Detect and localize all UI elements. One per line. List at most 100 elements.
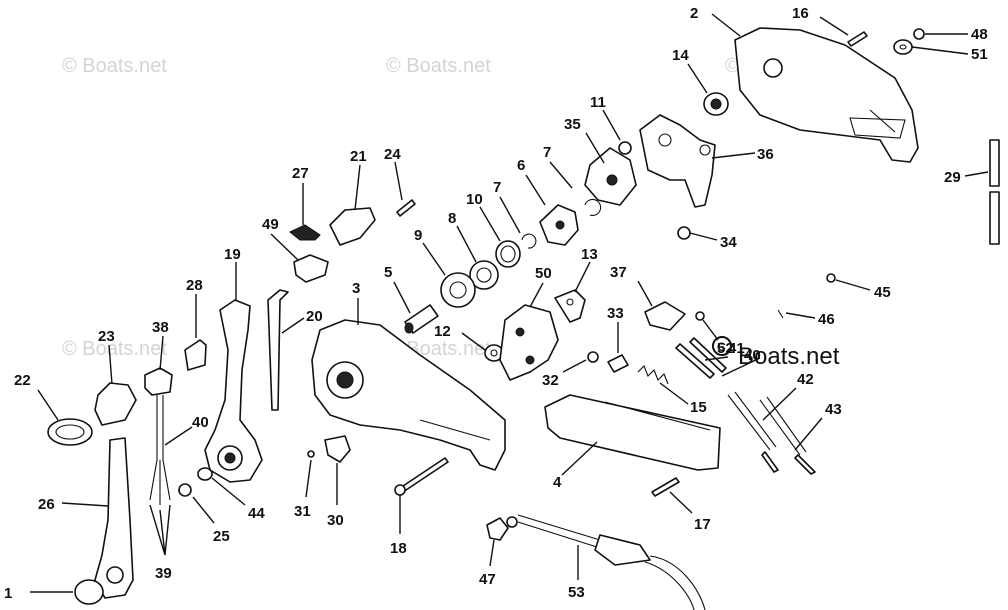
part-45-screw <box>826 273 836 283</box>
part-5-shaft <box>404 304 439 334</box>
part-4-bottom-cover <box>544 394 721 471</box>
part-36-lever <box>639 114 716 208</box>
callout-23: 23 <box>98 328 115 345</box>
part-47-cable-end <box>486 516 518 541</box>
part-42-wire <box>727 391 779 473</box>
callout-17: 17 <box>694 516 711 533</box>
callout-29: 29 <box>944 169 961 186</box>
callout-2: 2 <box>690 5 698 22</box>
part-18-bolt <box>394 457 449 496</box>
callout-19: 19 <box>224 246 241 263</box>
part-14-bushing <box>703 92 729 116</box>
part-28-clip <box>184 339 207 371</box>
part-31-screw <box>307 450 315 458</box>
callout-38: 38 <box>152 319 169 336</box>
part-25-screw <box>178 483 192 497</box>
watermark-top-center: © Boats.net <box>386 55 491 77</box>
callout-45: 45 <box>874 284 891 301</box>
callout-18: 18 <box>390 540 407 557</box>
callout-13: 13 <box>581 246 598 263</box>
part-22-cap <box>47 418 93 446</box>
callout-31: 31 <box>294 503 311 520</box>
callout-34: 34 <box>720 234 737 251</box>
part-19-control-handle <box>204 299 263 483</box>
callout-labels: 1 2 3 4 5 6 7 7 8 9 10 11 12 13 14 15 16… <box>4 5 988 602</box>
callout-16: 16 <box>792 5 809 22</box>
callout-8: 8 <box>448 210 456 227</box>
part-2-housing-cover <box>734 27 919 163</box>
part-6-cam <box>539 204 579 246</box>
callout-53: 53 <box>568 584 585 601</box>
part-10-washer <box>495 240 521 268</box>
part-9-bearing <box>440 272 476 308</box>
part-29-tape <box>989 139 1000 245</box>
callout-33: 33 <box>607 305 624 322</box>
callout-10: 10 <box>466 191 483 208</box>
callout-44: 44 <box>248 505 265 522</box>
part-53-cable <box>517 514 706 610</box>
callout-20: 20 <box>306 308 323 325</box>
part-15-spring <box>637 365 669 385</box>
part-51-washer <box>893 39 913 55</box>
callout-36: 36 <box>757 146 774 163</box>
part-20-rod <box>267 289 289 411</box>
part-17-screw <box>651 477 680 497</box>
callout-52: 52 <box>717 340 734 357</box>
callout-37: 37 <box>610 264 627 281</box>
part-13-arm <box>554 289 586 323</box>
part-27-insert <box>289 224 321 241</box>
callout-12: 12 <box>434 323 451 340</box>
callout-40a: 40 <box>192 414 209 431</box>
part-33-plunger <box>607 354 629 373</box>
callout-26: 26 <box>38 496 55 513</box>
part-3-main-housing <box>311 319 506 471</box>
callout-51: 51 <box>971 46 988 63</box>
callout-15: 15 <box>690 399 707 416</box>
callout-21: 21 <box>350 148 367 165</box>
copyright-icon <box>712 336 732 356</box>
callout-39: 39 <box>155 565 172 582</box>
part-50-detent <box>499 304 559 381</box>
part-49-button <box>293 254 329 283</box>
callout-25: 25 <box>213 528 230 545</box>
part-41-lead <box>675 337 727 379</box>
part-16-screw <box>847 31 868 47</box>
callout-46: 46 <box>818 311 835 328</box>
callout-5: 5 <box>384 264 392 281</box>
callout-49: 49 <box>262 216 279 233</box>
part-40-wires <box>149 395 171 505</box>
callout-42: 42 <box>797 371 814 388</box>
callout-24: 24 <box>384 146 401 163</box>
part-30-clip <box>324 435 351 463</box>
part-48-nut <box>913 28 925 40</box>
callout-28: 28 <box>186 277 203 294</box>
part-35-cam <box>584 147 637 206</box>
part-7-clip-b <box>521 233 537 249</box>
callout-11: 11 <box>590 94 606 111</box>
part-52-screw <box>695 311 705 321</box>
callout-22: 22 <box>14 372 31 389</box>
callout-6: 6 <box>517 157 525 174</box>
callout-14: 14 <box>672 47 689 64</box>
part-32-ball <box>587 351 599 363</box>
part-21-cover <box>329 207 376 246</box>
callout-7a: 7 <box>543 144 551 161</box>
part-43-wire <box>759 396 816 475</box>
watermark-mid-left: © Boats.net <box>62 338 167 360</box>
callout-41: 41 <box>728 340 745 357</box>
part-44-washer <box>197 467 213 481</box>
part-46-pin <box>777 309 784 319</box>
part-37-neutral-switch <box>644 301 686 331</box>
part-38-switch <box>144 367 173 396</box>
part-1-cap <box>74 579 104 605</box>
callout-48: 48 <box>971 26 988 43</box>
watermark-highlight: Boats.net <box>738 343 840 370</box>
callout-40b: 40 <box>744 347 761 364</box>
callout-47: 47 <box>479 571 496 588</box>
parts <box>47 27 1000 610</box>
part-26-handle <box>94 437 134 599</box>
part-12-washer <box>484 344 504 362</box>
callout-27: 27 <box>292 165 309 182</box>
callout-9: 9 <box>414 227 422 244</box>
